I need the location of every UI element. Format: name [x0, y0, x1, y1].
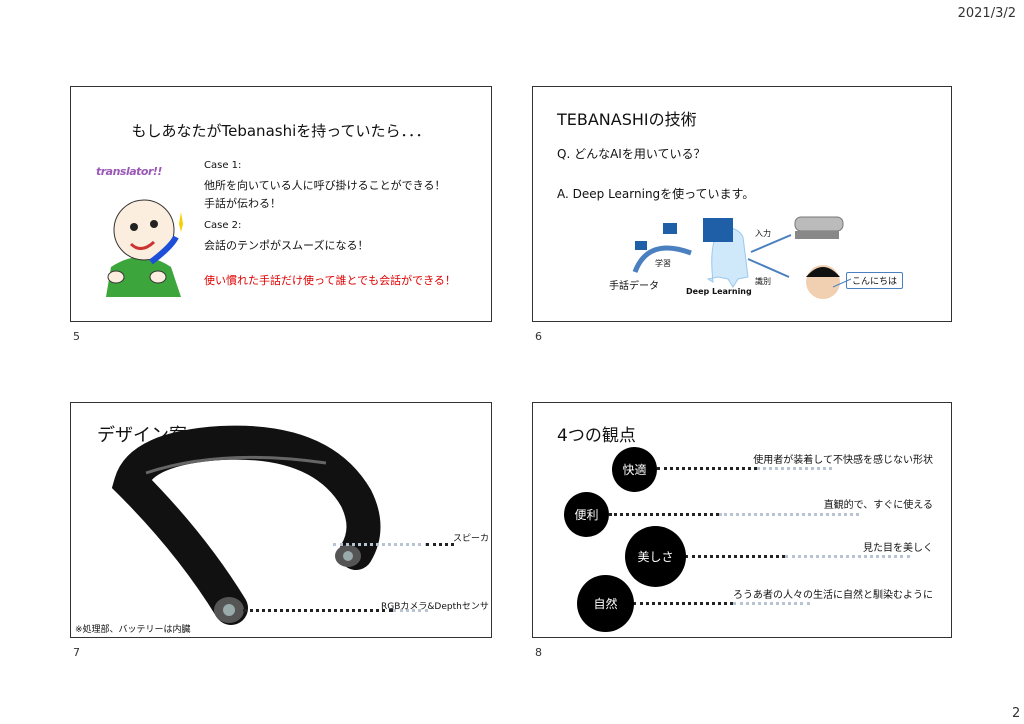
case1-line2: 手話が伝わる！: [204, 197, 281, 210]
question-text: Q. どんなAIを用いている？: [557, 147, 706, 161]
neckband-device-image: [111, 425, 381, 625]
model-label: Deep Learning: [686, 287, 752, 296]
slide-title: もしあなたがTebanashiを持っていたら．．．: [131, 122, 431, 140]
slide-5[interactable]: もしあなたがTebanashiを持っていたら．．． translator!! C…: [70, 86, 492, 322]
slide-title: TEBANASHIの技術: [557, 110, 697, 129]
case2-label: Case 2:: [204, 220, 242, 231]
slide-6[interactable]: TEBANASHIの技術 Q. どんなAIを用いている？ A. Deep Lea…: [532, 86, 952, 322]
print-date: 2021/3/2: [957, 6, 1016, 21]
camera-label: RGBカメラ&Depthセンサ: [381, 602, 489, 612]
translator-logo: translator!!: [96, 165, 162, 178]
character-illustration: [106, 199, 183, 297]
note-text: ※処理部、バッテリーは内臓: [75, 625, 191, 635]
point-convenience: 便利: [564, 492, 609, 537]
learn-label: 学習: [655, 259, 671, 268]
deep-learning-diagram: [632, 216, 852, 299]
speech-bubble: こんにちは: [846, 272, 904, 289]
point-naturalness: 自然: [577, 575, 634, 632]
point-beauty-desc: 見た目を美しく: [863, 543, 933, 554]
page-number: 2: [1012, 706, 1021, 721]
slide-8[interactable]: 4つの観点 快適 使用者が装着して不快感を感じない形状 便利 直観的で、すぐに使…: [532, 402, 952, 638]
slide-number: 8: [535, 646, 542, 659]
case2-line1: 会話のテンポがスムーズになる！: [204, 239, 369, 252]
identify-label: 識別: [755, 277, 771, 286]
data-label: 手話データ: [609, 281, 659, 292]
highlight-text: 使い慣れた手話だけ使って誰とでも会話ができる！: [204, 274, 456, 287]
point-comfort: 快適: [612, 447, 657, 492]
point-beauty: 美しさ: [625, 526, 686, 587]
point-comfort-desc: 使用者が装着して不快感を感じない形状: [753, 455, 933, 466]
slide-7[interactable]: デザイン案 スピーカ RGBカメラ&Depthセンサ ※処理部、バッテリーは内臓: [70, 402, 492, 638]
point-convenience-desc: 直観的で、すぐに使える: [823, 500, 933, 511]
point-naturalness-desc: ろうあ者の人々の生活に自然と馴染むように: [733, 590, 933, 601]
slide-number: 7: [73, 646, 80, 659]
speaker-label: スピーカ: [453, 534, 490, 544]
input-label: 入力: [755, 229, 771, 238]
case1-line1: 他所を向いている人に呼び掛けることができる！: [204, 179, 446, 192]
slide-number: 6: [535, 330, 542, 343]
answer-text: A. Deep Learningを使っています。: [557, 187, 755, 201]
case1-label: Case 1:: [204, 160, 242, 171]
slide-title: 4つの観点: [557, 426, 636, 446]
slide-number: 5: [73, 330, 80, 343]
